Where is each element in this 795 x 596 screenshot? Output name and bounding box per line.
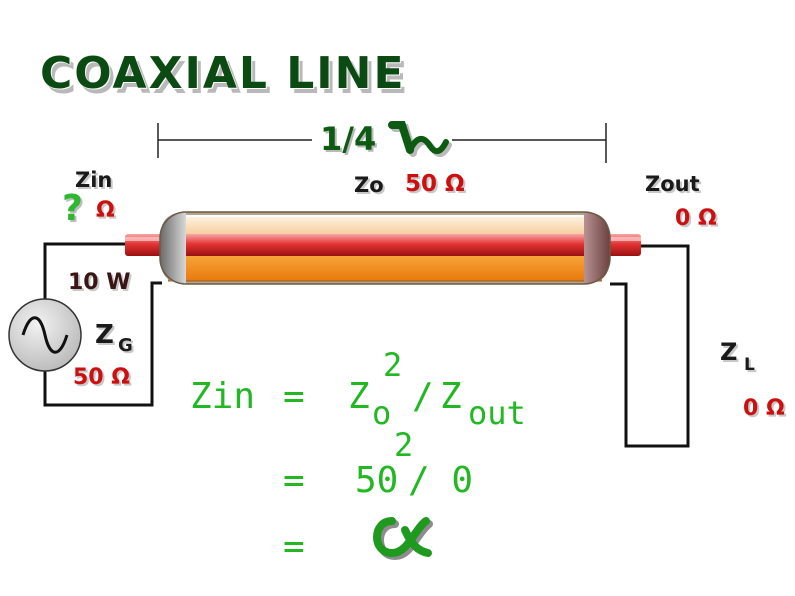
equation-50-exponent: 2	[394, 426, 414, 464]
infinity-icon	[373, 517, 433, 561]
zout-label: Zout	[645, 172, 700, 196]
equation-equals-3: =	[283, 526, 305, 567]
zin-unit: Ω	[96, 198, 115, 223]
length-label: 1/4	[320, 120, 377, 158]
zg-value: 50 Ω	[73, 365, 130, 390]
equation-slash: /	[412, 376, 434, 417]
equation-zo: Z	[348, 376, 370, 417]
zo-label: Zo	[354, 173, 384, 197]
equation-zo-exponent: 2	[383, 346, 403, 384]
lambda-icon	[388, 121, 452, 158]
zout-value: 0 Ω	[675, 206, 717, 231]
zg-subscript: G	[118, 335, 133, 356]
equation-equals-2: =	[283, 460, 305, 501]
equation-zo-subscript: o	[372, 394, 392, 432]
equation-50: 50	[355, 460, 399, 501]
power-label: 10 W	[68, 270, 131, 295]
circuit-wires	[43, 242, 690, 448]
zo-value: 50 Ω	[405, 171, 465, 197]
equation-lhs: Zin	[190, 376, 256, 417]
zl-value: 0 Ω	[743, 396, 785, 421]
zl-subscript: L	[744, 355, 755, 375]
length-dimension	[157, 123, 607, 163]
coax-cylinder	[159, 211, 611, 285]
zin-label: Zin	[75, 168, 113, 192]
zg-label: Z	[95, 320, 114, 350]
ac-generator-icon	[8, 298, 82, 372]
equation-over-zero: / 0	[408, 460, 474, 501]
zin-unknown: ?	[62, 188, 83, 229]
page-title: COAXIAL LINE	[40, 48, 406, 99]
equation-zout: Z	[440, 376, 462, 417]
equation-result: ∝	[370, 510, 371, 512]
zl-label: Z	[720, 338, 738, 366]
equation-zout-subscript: out	[468, 394, 526, 432]
equation-equals-1: =	[283, 376, 305, 417]
